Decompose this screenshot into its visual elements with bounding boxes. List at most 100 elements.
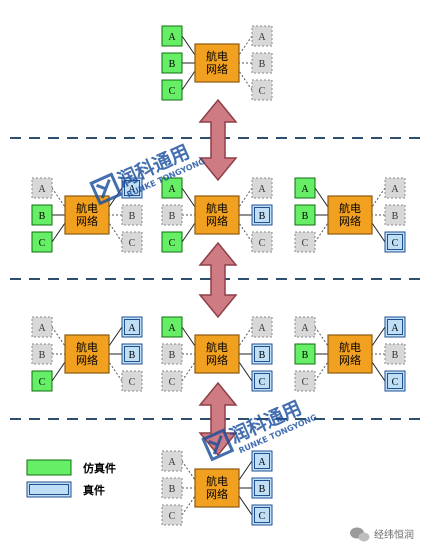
double-arrow-icon (198, 241, 238, 319)
connector-line (181, 361, 196, 382)
network-groups: 航电网络ABCABC航电网络ABCABC航电网络ABCABC航电网络ABCABC… (31, 25, 406, 526)
connector-line (314, 187, 329, 208)
device-label: A (301, 184, 309, 195)
placeholder-device-box (161, 370, 183, 392)
device-label: B (259, 484, 266, 495)
device-label: A (258, 323, 266, 334)
network-label: 航电 (76, 201, 98, 215)
connector-line (108, 222, 123, 243)
device-label: C (169, 86, 176, 97)
connector-line (238, 222, 253, 243)
network-label: 网络 (206, 214, 228, 228)
placeholder-device-box (251, 316, 273, 338)
real-device-inner-border (124, 180, 140, 196)
transition-arrows (198, 98, 238, 457)
network-label: 网络 (206, 62, 228, 76)
network-label: 航电 (206, 474, 228, 488)
network-label: 航电 (206, 49, 228, 63)
placeholder-device-box (251, 25, 273, 47)
placeholder-device-box (121, 231, 143, 253)
device-label: B (259, 350, 266, 361)
real-device-box (121, 177, 143, 199)
connector-line (181, 70, 196, 91)
connector-line (51, 187, 66, 208)
network-label: 网络 (76, 214, 98, 228)
connector-line (181, 460, 196, 481)
network-label: 网络 (76, 353, 98, 367)
device-label: B (39, 350, 46, 361)
placeholder-device-box (251, 231, 273, 253)
network-label: 航电 (206, 340, 228, 354)
placeholder-device-box (251, 177, 273, 199)
device-label: B (392, 350, 399, 361)
placeholder-device-box (294, 370, 316, 392)
avionics-network-box (327, 334, 373, 374)
device-label: C (259, 377, 266, 388)
simulated-device-box (161, 316, 183, 338)
device-label: B (392, 211, 399, 222)
real-device-inner-border (124, 319, 140, 335)
device-label: B (259, 59, 266, 70)
device-label: C (169, 377, 176, 388)
real-device-box (384, 231, 406, 253)
device-label: C (39, 377, 46, 388)
real-device-inner-border (254, 346, 270, 362)
watermark-logo: 润科通用 RUNKE TONGYONG (89, 140, 206, 206)
device-label: B (302, 350, 309, 361)
placeholder-device-box (161, 204, 183, 226)
device-label: C (169, 238, 176, 249)
placeholder-device-box (121, 204, 143, 226)
avionics-network-box (194, 43, 240, 83)
real-device-inner-border (387, 373, 403, 389)
real-device-box (251, 370, 273, 392)
device-label: C (129, 377, 136, 388)
device-label: A (168, 457, 176, 468)
device-label: C (302, 377, 309, 388)
placeholder-device-box (294, 231, 316, 253)
placeholder-device-box (161, 504, 183, 526)
placeholder-device-box (161, 343, 183, 365)
connector-line (51, 361, 66, 382)
legend-sim-swatch (26, 459, 72, 476)
real-device-inner-border (254, 207, 270, 223)
legend-sim-label: 仿真件 (83, 461, 116, 475)
device-label: A (128, 323, 136, 334)
device-label: A (258, 457, 266, 468)
network-label: 航电 (339, 201, 361, 215)
avionics-network-box (327, 195, 373, 235)
placeholder-device-box (294, 316, 316, 338)
device-label: B (302, 211, 309, 222)
device-label: A (168, 184, 176, 195)
network-label: 航电 (339, 340, 361, 354)
connector-line (181, 495, 196, 516)
device-label: C (39, 238, 46, 249)
placeholder-device-box (251, 79, 273, 101)
network-label: 网络 (206, 487, 228, 501)
real-device-inner-border (254, 453, 270, 469)
device-label: B (169, 484, 176, 495)
device-label: B (169, 59, 176, 70)
connector-line (238, 460, 253, 481)
avionics-network-box (64, 334, 110, 374)
legend-real-label: 真件 (83, 483, 105, 497)
connector-line (314, 222, 329, 243)
placeholder-device-box (31, 177, 53, 199)
device-label: A (391, 323, 399, 334)
connector-line (238, 326, 253, 347)
network-label: 航电 (76, 340, 98, 354)
connector-line (238, 70, 253, 91)
real-device-inner-border (254, 507, 270, 523)
real-device-box (251, 504, 273, 526)
network-label: 网络 (339, 353, 361, 367)
connector-line (314, 326, 329, 347)
simulated-device-box (161, 25, 183, 47)
placeholder-device-box (161, 450, 183, 472)
connector-line (314, 361, 329, 382)
